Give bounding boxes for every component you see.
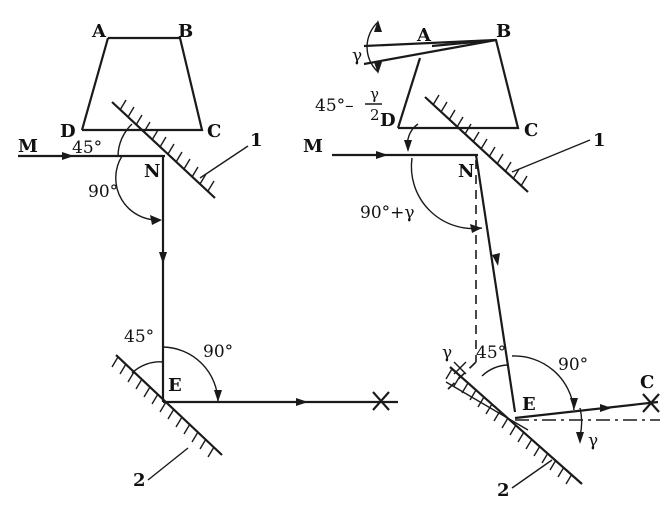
right-gamma-bottom-arrow: [576, 432, 584, 444]
right-ray-arrow: [376, 151, 388, 159]
right-label-N: N: [458, 161, 474, 182]
right-label-E: E: [522, 394, 536, 415]
left-arc-90-arrow: [150, 215, 162, 225]
left-arc-45-bottom: [131, 361, 164, 374]
right-image-cross: [642, 393, 660, 413]
right-gamma-top-arrow2: [374, 62, 382, 74]
right-label-gamma-top: γ: [352, 46, 362, 66]
left-label-mirror-1: 1: [250, 130, 263, 151]
right-label-mirror-1: 1: [593, 130, 606, 151]
left-label-N: N: [144, 161, 160, 182]
left-label-90-top: 90°: [88, 182, 118, 202]
left-label-90-bottom: 90°: [203, 342, 233, 362]
right-ray-down-arrow: [492, 253, 500, 266]
right-mirror-1-hatching: [432, 94, 528, 187]
right-gamma-arc-top: [366, 21, 379, 73]
right-arc-90b-arrow: [570, 398, 578, 410]
left-mirror-1-leader: [199, 145, 249, 179]
right-label-mirror-2: 2: [497, 480, 510, 501]
right-label-A: A: [416, 25, 432, 46]
right-label-45-gamma-num: γ: [370, 85, 379, 103]
left-mirror-2-leader: [147, 447, 189, 481]
left-label-E: E: [168, 375, 182, 396]
right-mirror-2-leader: [511, 459, 553, 489]
left-ray-arrow: [62, 152, 74, 160]
right-arc-45-bottom: [481, 364, 509, 377]
right-label-C: C: [524, 120, 538, 141]
right-label-M: M: [303, 136, 323, 157]
right-label-C2: C: [640, 372, 654, 393]
right-arc-45-arrow: [404, 140, 412, 152]
right-figure: A B C D M N E C γ 45°– γ 2 90°+γ γ 45° 9…: [303, 20, 660, 501]
left-label-A: A: [91, 21, 107, 42]
left-label-D: D: [60, 121, 76, 142]
left-label-45-bottom: 45°: [124, 327, 154, 347]
right-label-90-plus-gamma: 90°+γ: [360, 203, 415, 223]
right-top-line-tilted: [363, 38, 497, 66]
right-label-90-bottom: 90°: [558, 355, 588, 375]
right-label-B: B: [496, 21, 511, 42]
left-label-C: C: [207, 121, 221, 142]
left-arc-90-top: [115, 155, 161, 221]
left-mirror-2-hatching: [111, 356, 215, 458]
left-label-B: B: [178, 21, 193, 42]
right-ray-outgoing: [514, 400, 659, 420]
left-arc-45-top: [117, 123, 133, 157]
right-ray-tilted: [474, 154, 517, 413]
left-ray-down-arrow: [159, 252, 167, 264]
right-label-45-gamma-den: 2: [370, 106, 380, 124]
right-trapezoid-side: [396, 57, 422, 129]
left-image-cross: [372, 391, 390, 411]
left-label-M: M: [18, 136, 38, 157]
right-label-D: D: [380, 110, 396, 131]
right-mirror-2-hatching: [445, 368, 573, 485]
left-ray-out-arrow: [296, 398, 308, 406]
right-trapezoid: [398, 38, 520, 130]
left-mirror-1-hatching: [119, 99, 215, 192]
left-figure: A B C D M N E 45° 90° 45° 90° 1 2: [18, 21, 398, 491]
left-trapezoid-side: [80, 37, 110, 131]
right-gamma-arc-bottom: [579, 407, 583, 437]
right-label-gamma-bottom: γ: [588, 431, 598, 451]
right-ray-out-arrow: [600, 404, 612, 412]
right-arc-90-plus: [410, 157, 483, 230]
right-label-45-minus: 45°–: [315, 96, 354, 116]
left-arc-90b-arrow: [214, 390, 222, 402]
right-top-line-original: [363, 38, 497, 48]
right-gamma-top-arrow1: [374, 20, 382, 32]
left-mirror-1: [111, 101, 216, 199]
left-label-45-top: 45°: [72, 138, 102, 158]
right-label-45-bottom: 45°: [476, 343, 506, 363]
right-arc-90-arrow: [470, 224, 482, 233]
right-dashed-guide: [444, 361, 477, 393]
right-label-gamma-e: γ: [442, 343, 452, 363]
right-mirror-1: [424, 96, 529, 193]
left-label-mirror-2: 2: [133, 470, 146, 491]
right-mirror-ref: [445, 381, 529, 431]
right-x-mark-left: [453, 361, 467, 375]
right-mirror-1-leader: [511, 139, 591, 173]
